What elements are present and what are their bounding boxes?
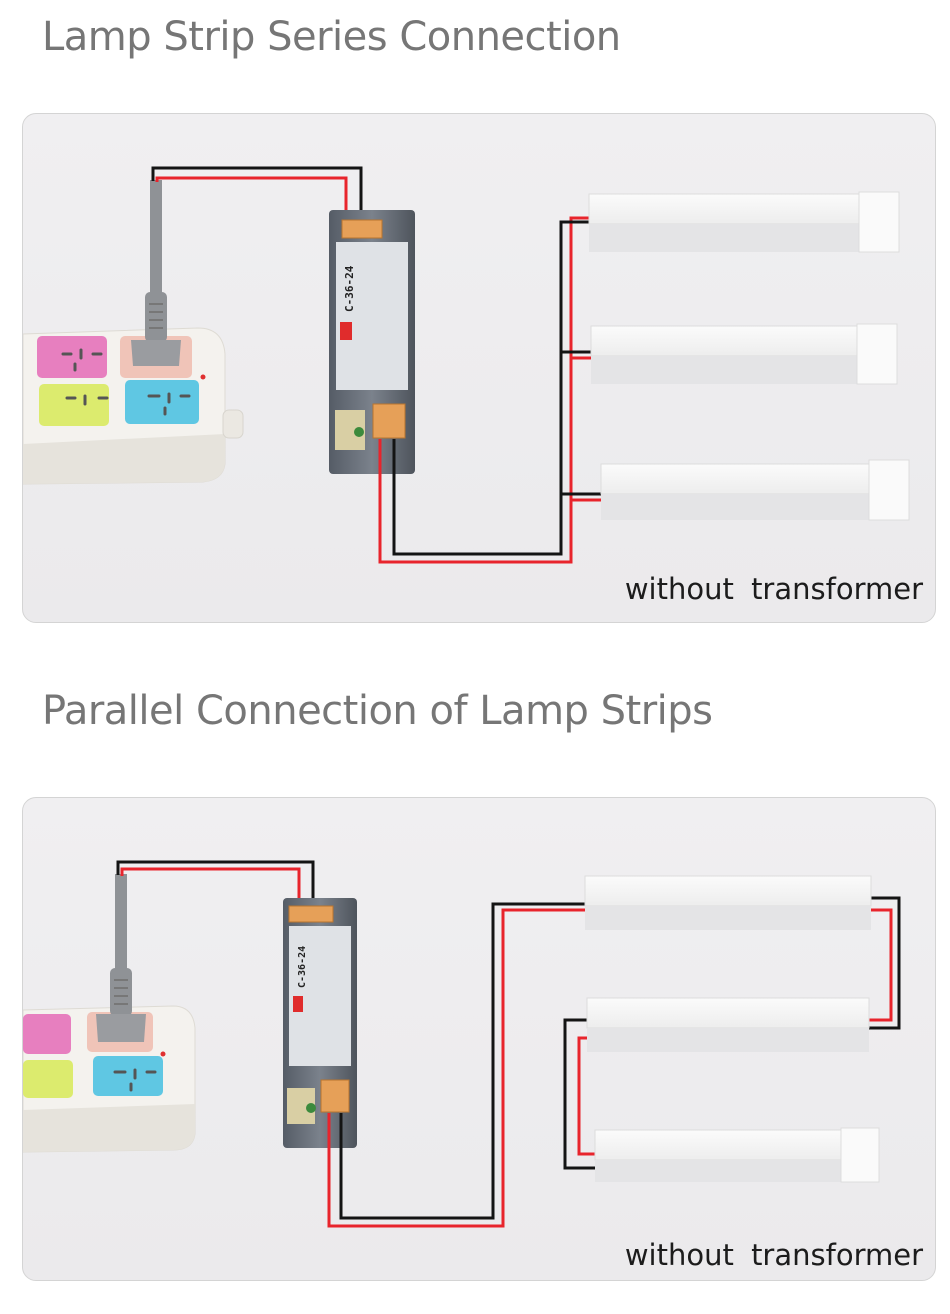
lamp-strip [594,1127,880,1183]
power-strip [23,327,244,485]
section-title-parallel: Parallel Connection of Lamp Strips [42,688,713,734]
power-strip [23,1005,196,1153]
socket-blue [125,380,199,424]
parallel-diagram-panel: C-36-24 without transformer [22,797,936,1281]
lamp-strip [600,459,910,521]
socket-yellow [39,384,109,426]
driver-model-label: C-36-24 [297,946,308,988]
series-diagram: C-36-24 [23,166,910,564]
parallel-diagram: C-36-24 [23,860,901,1228]
caption-without-transformer: without transformer [624,572,923,606]
driver-box: C-36-24 [283,898,357,1148]
socket-pink [23,1014,71,1054]
lamp-strip [590,323,898,385]
lamp-strip [584,875,872,930]
driver-box: C-36-24 [329,210,415,474]
driver-model-label: C-36-24 [343,265,356,312]
lamp-strip [586,997,870,1052]
lamp-strip [588,191,900,253]
socket-blue [93,1056,163,1096]
section-title-series: Lamp Strip Series Connection [42,14,621,60]
socket-yellow [23,1060,73,1098]
socket-pink [37,336,107,378]
plug-cable [96,874,146,1042]
series-diagram-panel: C-36-24 without transformer [22,113,936,623]
plug-cable [131,180,181,366]
caption-without-transformer: without transformer [624,1238,923,1272]
